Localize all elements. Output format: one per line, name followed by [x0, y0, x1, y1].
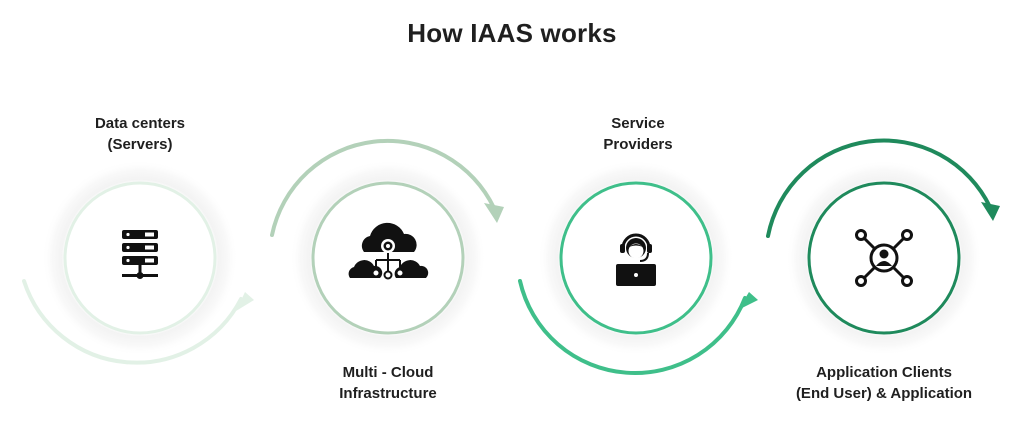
arrowhead-4 — [981, 202, 1000, 221]
arc-3 — [518, 279, 747, 376]
server-rack-icon — [122, 230, 158, 279]
arc-4 — [766, 138, 992, 238]
arc-1 — [22, 279, 243, 365]
multi-cloud-icon — [348, 222, 429, 280]
step-1-label: Data centers(Servers) — [94, 115, 186, 153]
arrowhead-3 — [738, 292, 758, 310]
network-user-icon — [855, 229, 913, 287]
support-agent-icon — [616, 233, 656, 286]
cycle-arrows — [22, 138, 1000, 376]
arrowhead-2 — [484, 203, 504, 223]
page-title: How IAAS works — [407, 18, 617, 48]
step-4-label: Application Clients(End User) & Applicat… — [795, 364, 973, 402]
arc-2 — [270, 138, 496, 237]
arrowhead-1 — [236, 292, 254, 311]
